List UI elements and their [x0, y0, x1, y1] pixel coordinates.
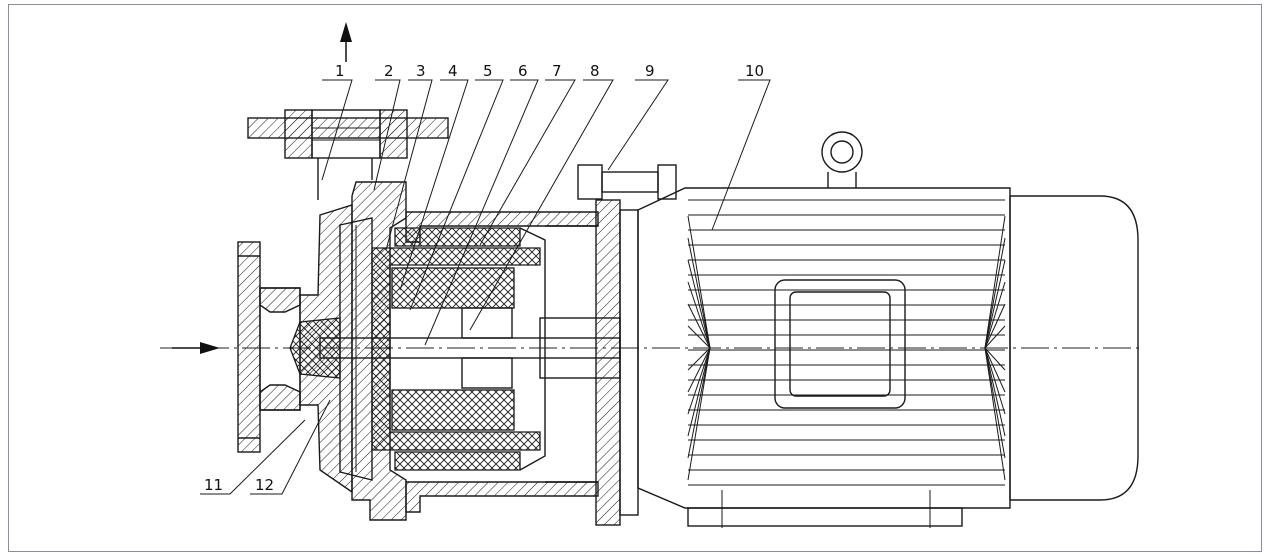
part-label-12: 12: [255, 476, 274, 494]
inlet-flange: [237, 241, 301, 453]
outer-magnet-carrier: [394, 227, 546, 471]
motor: [637, 187, 1139, 528]
leader-line-1: [321, 79, 353, 181]
bracket-housing: [405, 211, 599, 513]
leader-lines: [200, 79, 771, 495]
part-label-11: 11: [204, 476, 223, 494]
part-label-2: 2: [384, 62, 394, 80]
outlet-arrow: [340, 22, 352, 62]
leader-line-5: [409, 79, 504, 311]
part-label-5: 5: [483, 62, 493, 80]
inlet-arrow: [172, 342, 220, 354]
part-labels: 1 2 3 4 5 6 7 8 9 10 11 12: [204, 62, 764, 494]
isolation-sleeve: [371, 247, 541, 451]
leader-line-7: [479, 79, 576, 246]
leader-line-9: [607, 79, 669, 171]
impeller: [339, 217, 373, 481]
impeller-hub: [289, 317, 341, 379]
part-label-3: 3: [416, 62, 426, 80]
leader-line-11: [200, 419, 306, 495]
part-label-4: 4: [448, 62, 458, 80]
drawing-frame: [8, 4, 1262, 552]
leader-line-12: [250, 399, 331, 495]
part-label-10: 10: [745, 62, 764, 80]
inner-magnetic-rotor: [391, 267, 515, 431]
part-label-9: 9: [645, 62, 655, 80]
leader-line-3: [385, 79, 433, 251]
leader-line-4: [399, 79, 469, 291]
part-label-7: 7: [552, 62, 562, 80]
motor-flange: [595, 199, 639, 526]
leader-line-6: [424, 79, 539, 346]
part-label-8: 8: [590, 62, 600, 80]
part-label-1: 1: [335, 62, 345, 80]
leader-line-8: [469, 79, 614, 331]
part-label-6: 6: [518, 62, 528, 80]
lifting-eye-bolt: [821, 131, 863, 188]
outlet-flange: [247, 109, 449, 200]
leader-line-2: [373, 79, 401, 191]
leader-line-10: [711, 79, 771, 231]
flange-bolt: [577, 164, 677, 200]
